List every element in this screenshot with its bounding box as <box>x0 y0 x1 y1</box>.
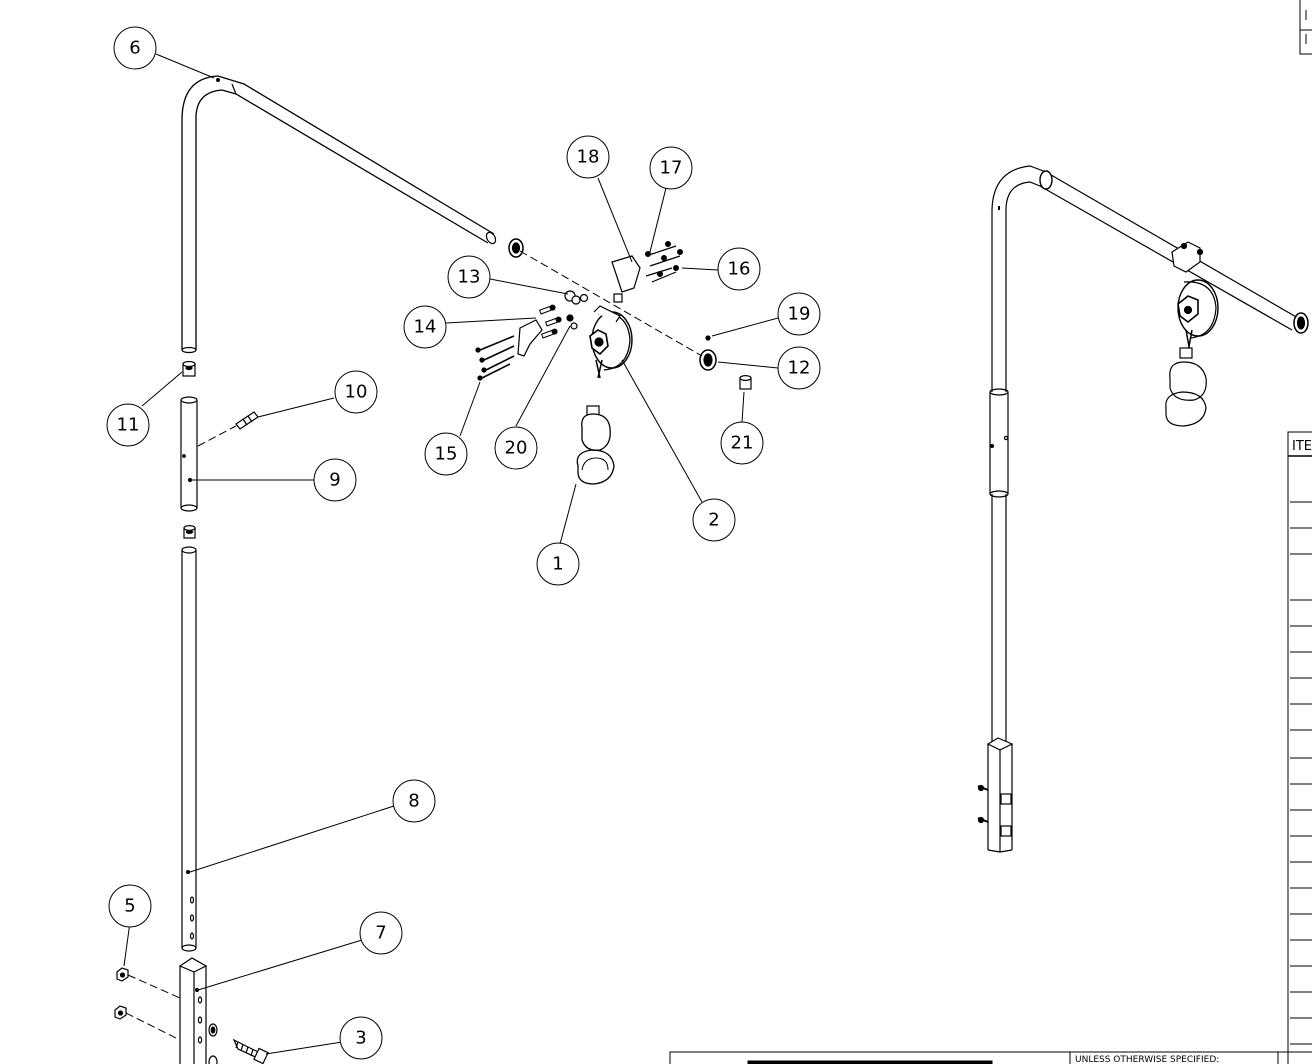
balloon-9: 9 <box>329 470 340 491</box>
balloon-3: 3 <box>355 1028 366 1049</box>
balloon-11: 11 <box>117 415 140 436</box>
title-block <box>669 1051 1312 1064</box>
balloon-19: 19 <box>788 304 811 325</box>
part-10-pin <box>235 411 259 430</box>
part-3-bolt <box>208 1023 269 1064</box>
balloon-5: 5 <box>124 896 135 917</box>
balloon-20-circle <box>494 426 538 470</box>
balloon-18-circle <box>566 135 610 179</box>
balloon-13: 13 <box>458 267 481 288</box>
balloon-2-circle <box>692 498 736 542</box>
balloon-14-circle <box>403 305 447 349</box>
explode-lines <box>125 250 703 1041</box>
part-12-flange <box>508 238 717 371</box>
balloon-21-circle <box>720 421 764 465</box>
balloon-19-circle <box>777 292 821 336</box>
balloon-7-circle <box>359 911 403 955</box>
part-11-lower-collar <box>183 524 196 539</box>
part-1-clamp <box>576 405 615 485</box>
balloon-13-circle <box>447 255 491 299</box>
balloon-labels: 1 2 3 5 6 7 8 9 10 11 12 13 14 15 16 17 … <box>117 38 811 1049</box>
part-7-square-tube <box>178 957 208 1064</box>
balloon-6: 6 <box>129 38 140 59</box>
balloon-5-circle <box>108 884 152 928</box>
exploded-view <box>114 75 752 1064</box>
balloon-7: 7 <box>375 923 386 944</box>
revision-block <box>1299 0 1312 55</box>
leader-lines <box>123 53 779 1055</box>
balloon-12-circle <box>777 346 821 390</box>
balloon-16: 16 <box>728 259 751 280</box>
balloon-11-circle <box>106 403 150 447</box>
balloon-6-circle <box>113 26 157 70</box>
part-9-short-tube <box>180 396 198 512</box>
bracket-group <box>611 241 711 341</box>
assembled-reel <box>1165 241 1219 427</box>
balloon-18: 18 <box>577 147 600 168</box>
balloon-3-circle <box>339 1016 383 1060</box>
balloon-8-circle <box>392 779 436 823</box>
balloon-1-circle <box>536 542 580 586</box>
balloon-14: 14 <box>414 317 437 338</box>
balloon-15-circle <box>424 432 468 476</box>
bom-table <box>1287 431 1312 1064</box>
balloon-1: 1 <box>552 554 563 575</box>
balloon-17: 17 <box>660 158 683 179</box>
balloon-16-circle <box>717 247 761 291</box>
part-8-long-tube <box>181 546 197 952</box>
balloon-12: 12 <box>788 358 811 379</box>
balloon-8: 8 <box>408 791 419 812</box>
balloon-circles <box>106 26 821 1060</box>
balloon-21: 21 <box>731 433 754 454</box>
part-11-collar <box>182 360 196 377</box>
part-21-cap <box>739 375 752 390</box>
part-5-nuts <box>114 967 129 1020</box>
balloon-9-circle <box>313 458 357 502</box>
tolerance-note: UNLESS OTHERWISE SPECIFIED: <box>1075 1055 1219 1064</box>
balloon-15: 15 <box>435 444 458 465</box>
balloon-10-circle <box>334 370 378 414</box>
balloon-10: 10 <box>345 382 368 403</box>
balloon-2: 2 <box>708 510 719 531</box>
balloon-20: 20 <box>505 438 528 459</box>
hardware-group <box>475 290 589 381</box>
part-6-bent-tube <box>181 75 497 354</box>
balloon-17-circle <box>649 146 693 190</box>
assembled-view <box>977 165 1309 853</box>
part-2-reel <box>589 305 633 379</box>
bom-header-item: ITE <box>1292 439 1312 454</box>
